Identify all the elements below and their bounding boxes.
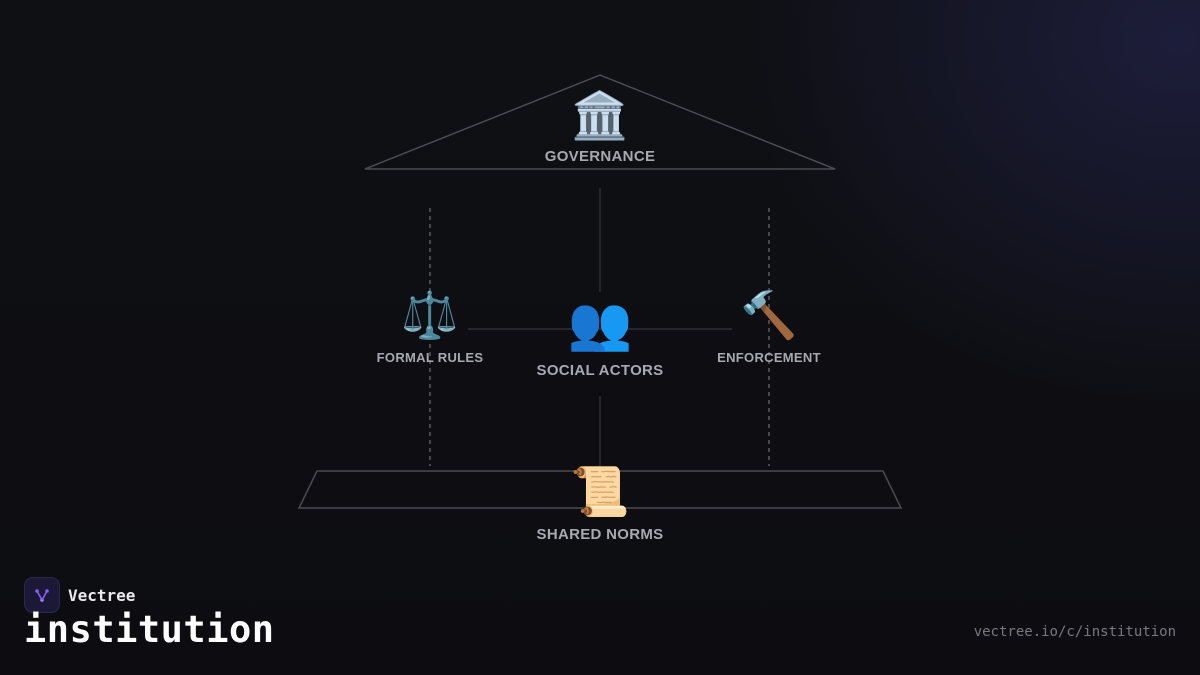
formal-rules-label: FORMAL RULES (376, 350, 484, 365)
page-url: vectree.io/c/institution (973, 624, 1176, 640)
governance-label: GOVERNANCE (544, 148, 656, 165)
formal-rules-node: ⚖️ FORMAL RULES (377, 292, 484, 365)
hammer-icon: 🔨 (740, 288, 798, 342)
shared-norms-node: 📜 SHARED NORMS (537, 468, 664, 543)
governance-node: 🏛️ GOVERNANCE (545, 92, 656, 165)
foundation-base (297, 470, 903, 509)
social-actors-label: SOCIAL ACTORS (536, 362, 664, 379)
page-title: institution (24, 608, 275, 651)
social-actors-node: 👥 SOCIAL ACTORS (537, 298, 664, 379)
brand-name: Vectree (68, 585, 136, 605)
shared-norms-label: SHARED NORMS (536, 526, 664, 543)
enforcement-node: 🔨 ENFORCEMENT (717, 292, 821, 365)
brand: Vectree (24, 577, 135, 613)
balance-scale-icon: ⚖️ (401, 288, 459, 342)
enforcement-label: ENFORCEMENT (717, 350, 821, 365)
classical-building-icon: 🏛️ (571, 88, 629, 142)
people-silhouettes-icon: 👥 (567, 294, 633, 354)
roof-triangle (364, 74, 836, 170)
scroll-icon: 📜 (570, 464, 630, 520)
vectree-logo-icon (24, 577, 60, 613)
